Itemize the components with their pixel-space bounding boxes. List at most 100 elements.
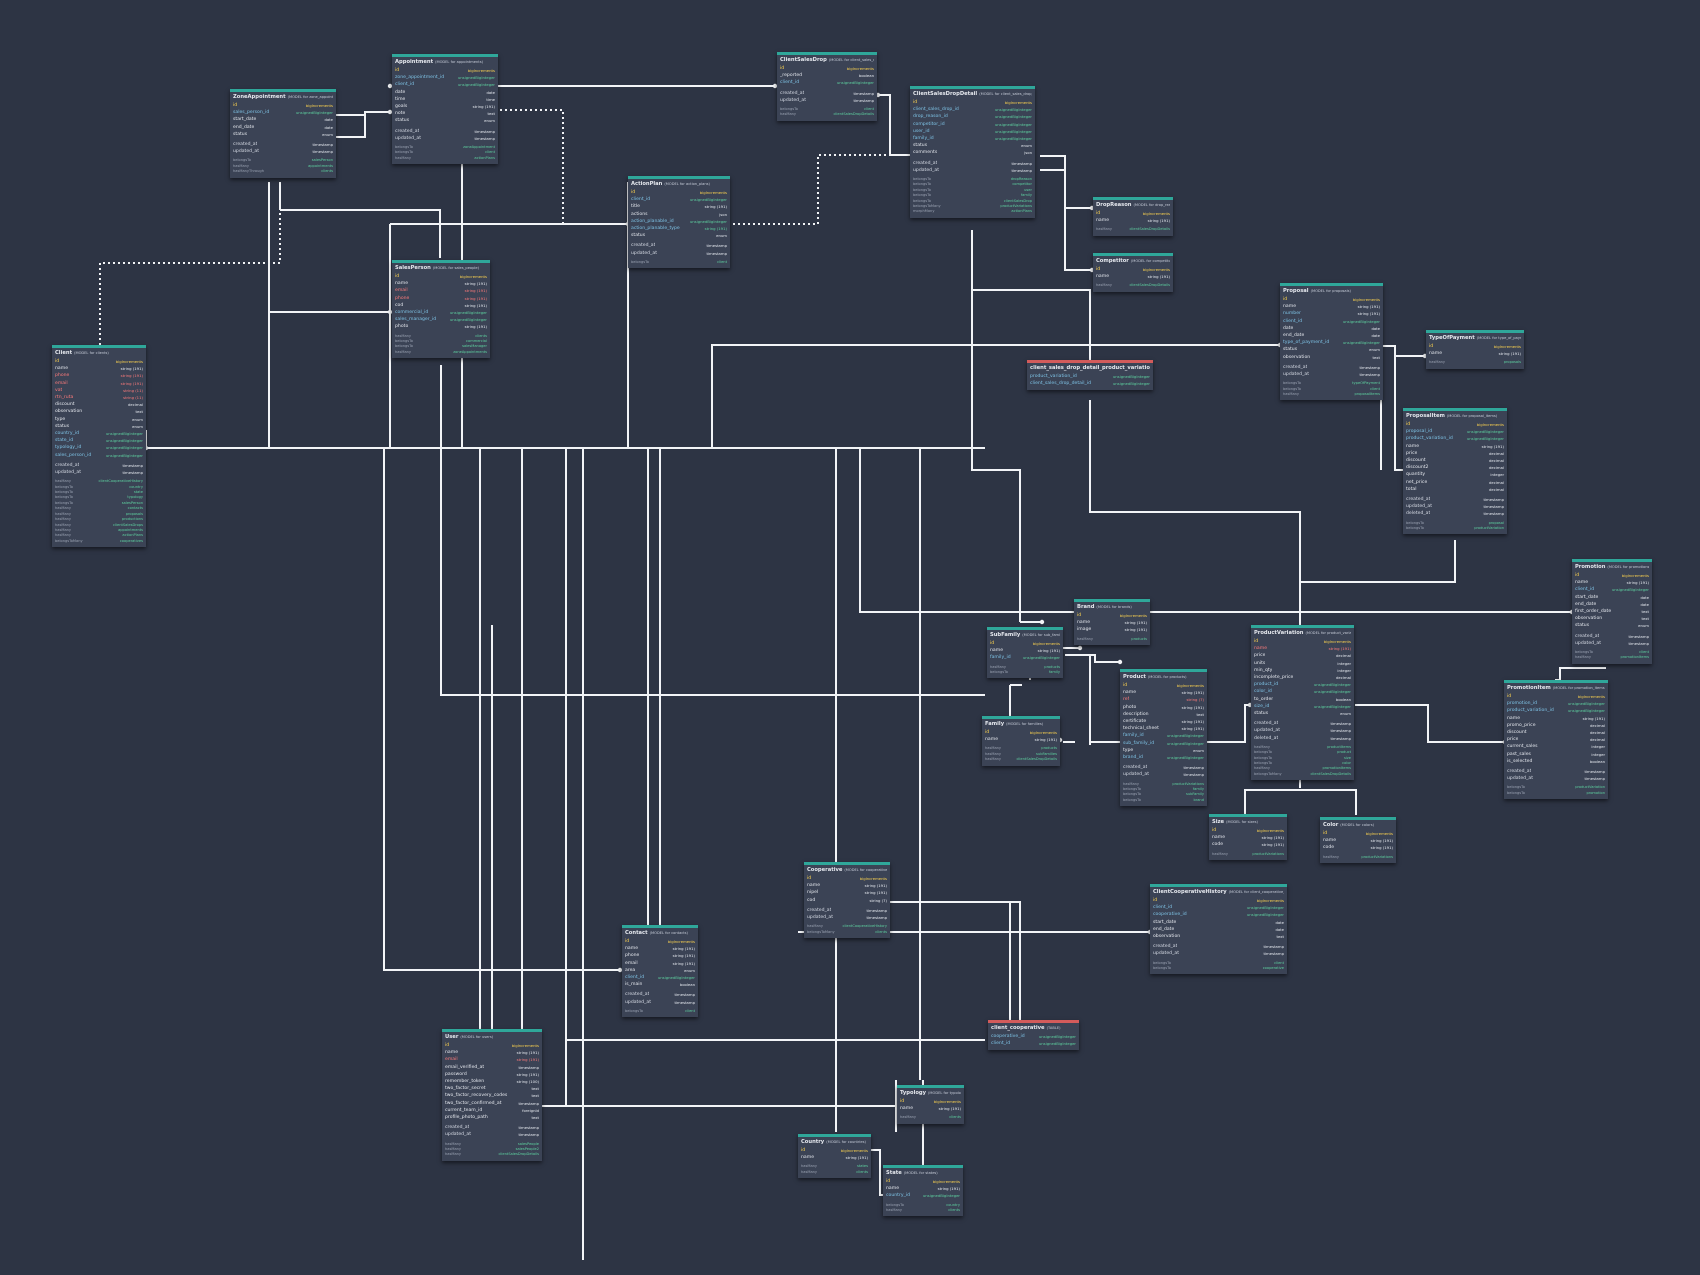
table-subtitle: (MODEL for promotion_items) (1552, 686, 1605, 690)
column-name: name (395, 281, 409, 287)
table-subtitle: (MODEL for competitors) (1130, 259, 1170, 263)
relation-target: clients (949, 1115, 961, 1120)
table-title: ProposalItem(MODEL for proposal_items) (1406, 412, 1504, 421)
column-name: name (1406, 443, 1420, 449)
table-typology[interactable]: Typology(MODEL for typologies)idbigIncre… (897, 1085, 964, 1124)
table-name: Contact (625, 930, 648, 936)
table-client-sales-drop[interactable]: ClientSalesDrop(MODEL for client_sales_d… (777, 52, 877, 121)
table-name: Family (985, 721, 1005, 727)
column-type: string (100) (516, 1079, 539, 1085)
column-type: string (191) (1261, 835, 1284, 841)
column-name: sales_person_id (233, 110, 270, 116)
table-zone-appointment[interactable]: ZoneAppointment(MODEL for zone_appointme… (230, 89, 336, 178)
column-type: enum (322, 131, 333, 137)
table-client-sales-drop-detail[interactable]: ClientSalesDropDetail(MODEL for client_s… (910, 86, 1035, 218)
relation-target: client (864, 107, 874, 112)
column-type: timestamp (122, 470, 143, 476)
relation-type: hasMany (1283, 392, 1300, 397)
relation-type: hasMany (55, 522, 72, 527)
table-name: Client (55, 350, 73, 356)
column-name: status (1283, 347, 1298, 353)
table-product-variation[interactable]: ProductVariation(MODEL for product_varia… (1251, 625, 1354, 781)
column-type: string (191) (1261, 842, 1284, 848)
column-type: unsignedBigInteger (657, 975, 695, 981)
column-name: drop_reason_id (913, 114, 948, 120)
table-proposal-item[interactable]: ProposalItem(MODEL for proposal_items)id… (1403, 408, 1507, 535)
column-type: string (191) (672, 953, 695, 959)
column-type: string (7) (1186, 697, 1205, 703)
table-subtitle: (MODEL for client_sales_drop_details) (979, 92, 1032, 96)
table-drop-reason[interactable]: DropReason(MODEL for drop_reasons)idbigI… (1093, 197, 1173, 236)
table-type-of-payment[interactable]: TypeOfPayment(MODEL for type_of_payments… (1426, 330, 1524, 369)
column-name: created_at (1283, 364, 1308, 370)
table-competitor[interactable]: Competitor(MODEL for competitors)idbigIn… (1093, 253, 1173, 292)
relation-target: clientCooperativeHistory (842, 924, 887, 929)
table-sub-family[interactable]: SubFamily(MODEL for sub_families)idbigIn… (987, 627, 1063, 679)
relation-target: clientSalesDropDetails (833, 112, 874, 117)
table-pivot-csdd-pv[interactable]: client_sales_drop_detail_product_variati… (1027, 360, 1153, 391)
column-type: unsignedBigInteger (1313, 689, 1351, 695)
column-type: timestamp (474, 128, 495, 134)
column-name: type (55, 416, 66, 422)
column-type: string (191) (1181, 726, 1204, 732)
column-name: name (900, 1106, 914, 1112)
relation-target: dropReason (1010, 177, 1032, 182)
column-name: name (625, 946, 639, 952)
table-promotion-item[interactable]: PromotionItem(MODEL for promotion_items)… (1504, 680, 1608, 800)
column-name: client_id (991, 1041, 1011, 1047)
table-client-cooperative-history[interactable]: ClientCooperativeHistory(MODEL for clien… (1150, 884, 1287, 975)
table-name: Product (1123, 674, 1146, 680)
column-type: decimal (1336, 675, 1351, 681)
table-title: SalesPerson(MODEL for sales_people) (395, 264, 487, 273)
table-name: Color (1323, 822, 1339, 828)
relation-type: hasMany (445, 1147, 462, 1152)
relation-target: color (1342, 761, 1351, 766)
column-type: timestamp (1359, 364, 1380, 370)
column-type: string (191) (120, 366, 143, 372)
table-name: Cooperative (807, 867, 843, 873)
relation-type: hasMany (55, 533, 72, 538)
column-type: string (191) (516, 1050, 539, 1056)
relation-type: belongsTo (1507, 785, 1525, 790)
column-type: bigIncrements (511, 1043, 539, 1048)
